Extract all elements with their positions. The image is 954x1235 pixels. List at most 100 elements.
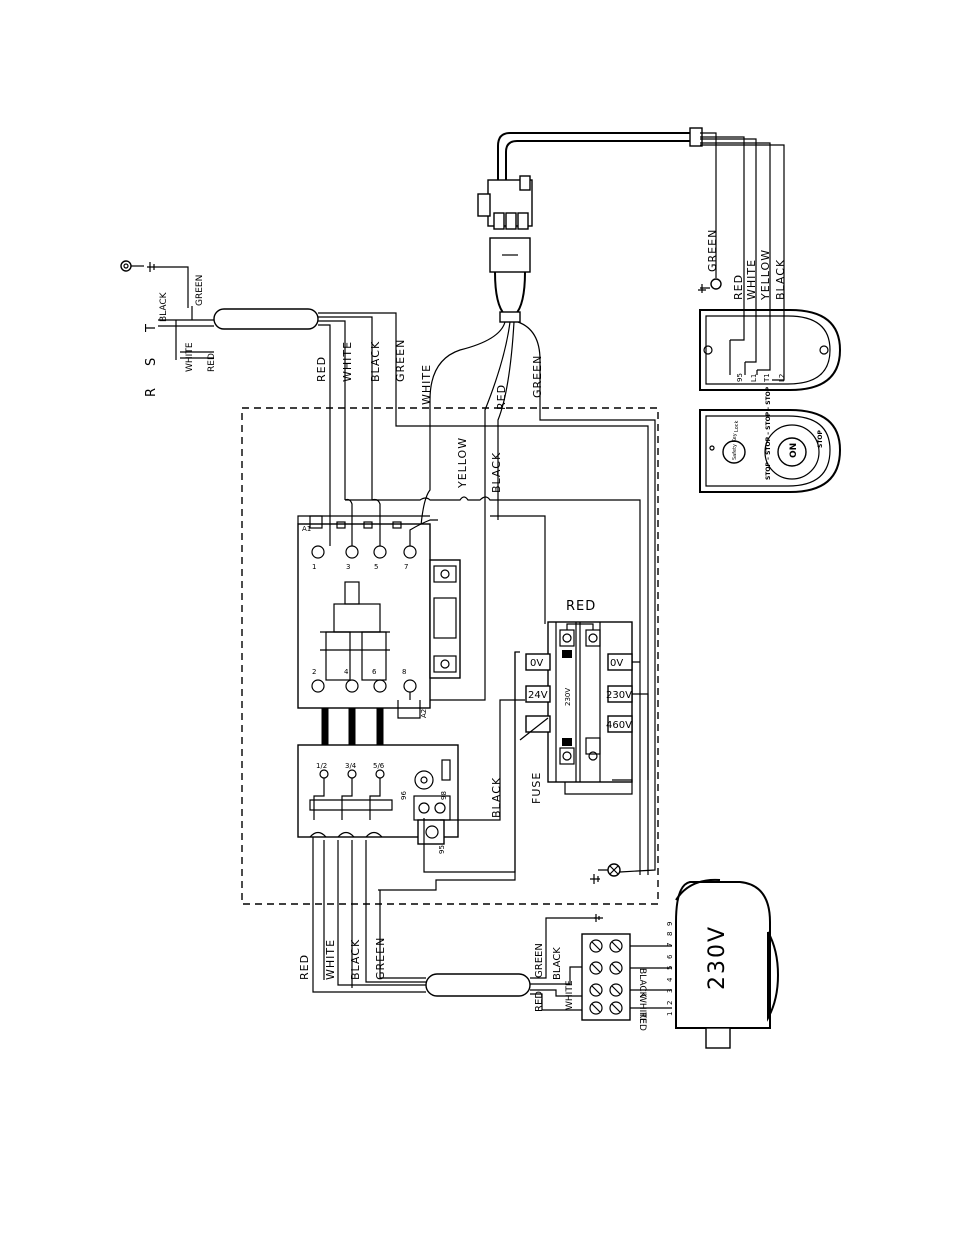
motor-wire-red: RED xyxy=(298,954,311,980)
switch-wire-black: BLACK xyxy=(774,259,787,300)
supply-terminal-r: R xyxy=(144,387,159,397)
contactor-terminal-3: 3 xyxy=(346,563,350,571)
motor-lead-red: RED xyxy=(637,1012,647,1031)
contactor-terminal-4: 4 xyxy=(344,668,349,676)
motor: 230V 1 2 3 4 5 6 7 8 9 xyxy=(666,878,780,1049)
motor-cable-sheath xyxy=(425,973,531,997)
supply-terminal-t: T xyxy=(144,323,159,333)
overload-reset-dial[interactable] xyxy=(414,770,434,790)
motor-lead-white: WHITE xyxy=(637,994,647,1024)
motor-lead-black: BLACK xyxy=(637,968,647,999)
panel-wire-yellow: YELLOW xyxy=(456,437,469,489)
stop-ring-label: STOP – STOP – STOP – STOP xyxy=(765,386,772,480)
supply-lead-white: WHITE xyxy=(185,342,195,372)
switch-box-back: 95 L1 T1 L2 xyxy=(699,309,842,391)
motor-wire-white: WHITE xyxy=(324,939,337,980)
svg-text:9: 9 xyxy=(666,922,674,926)
switch-terminal-t1: T1 xyxy=(763,373,771,383)
motor-lead-numbers: 1 2 3 4 5 6 7 8 9 xyxy=(666,922,674,1016)
panel-ground xyxy=(590,863,621,884)
motor-cable-section: RED WHITE BLACK GREEN GREEN BLACK WHITE … xyxy=(298,652,603,1012)
supply-lead-green: GREEN xyxy=(195,275,205,306)
supply-wire-red: RED xyxy=(315,356,328,382)
panel-wire-black: BLACK xyxy=(490,452,503,493)
tap-right-460v: 460V xyxy=(606,720,632,731)
overload-terminal-56: 5/6 xyxy=(373,762,385,770)
switch-wire-white: WHITE xyxy=(745,259,758,300)
contactor-terminal-1: 1 xyxy=(312,563,316,571)
coil-a1: A1 xyxy=(302,525,311,533)
svg-text:7: 7 xyxy=(666,943,674,947)
tap-right-230v: 230V xyxy=(606,690,632,701)
motor-wire-black: BLACK xyxy=(349,939,362,980)
junction-wire-black: BLACK xyxy=(552,947,563,980)
transformer: RED 230V 0V 24V 0V 230V 460V FUSE xyxy=(519,599,649,804)
supply-lead-black: BLACK xyxy=(159,291,169,322)
ground-symbol-motor xyxy=(594,914,603,922)
switch-terminal-l1: L1 xyxy=(750,374,758,382)
supply-wire-black: BLACK xyxy=(369,341,382,382)
electrical-panel-boundary xyxy=(241,407,659,905)
tap-right-0v: 0V xyxy=(610,658,623,669)
safety-key[interactable] xyxy=(722,440,746,464)
coil-a2: A2 xyxy=(420,709,428,718)
switch-wire-red: RED xyxy=(732,274,745,300)
svg-text:1: 1 xyxy=(666,1012,674,1016)
switch-terminal-95: 95 xyxy=(736,373,744,382)
motor-terminal-block: BLACK WHITE RED xyxy=(581,933,672,1031)
on-button[interactable] xyxy=(777,437,807,467)
ground-symbol xyxy=(147,262,158,272)
fuse-label: FUSE xyxy=(530,772,543,804)
contactor: A1 1 3 5 7 2 4 6 8 xyxy=(297,496,641,875)
panel-wire-white: WHITE xyxy=(420,364,433,405)
svg-text:2: 2 xyxy=(666,1001,674,1005)
supply-wire-white: WHITE xyxy=(341,341,354,382)
lock-icon xyxy=(709,445,715,451)
magnetic-switch-front: ON STOP – STOP – STOP – STOP STOP Safety… xyxy=(699,386,842,493)
junction-wire-white: WHITE xyxy=(565,980,575,1010)
supply-cable-sheath xyxy=(213,308,319,330)
supply-wire-green: GREEN xyxy=(394,339,407,382)
supply-terminal-s: S xyxy=(144,357,159,366)
overload-terminal-12: 1/2 xyxy=(316,762,327,770)
overload-aux-95: 95 xyxy=(438,845,446,854)
svg-text:5: 5 xyxy=(666,966,674,970)
junction-wire-green: GREEN xyxy=(534,943,545,978)
overload-terminal-34: 3/4 xyxy=(345,762,357,770)
panel-wire-green: GREEN xyxy=(531,355,544,398)
supply-lead-red: RED xyxy=(207,353,217,372)
stop-ring-label-2: STOP xyxy=(817,429,824,448)
safety-key-label: Safety Key xyxy=(732,433,738,460)
transformer-fuse-voltage: 230V xyxy=(564,688,572,706)
svg-text:3: 3 xyxy=(666,989,674,993)
motor-voltage: 230V xyxy=(705,925,730,990)
transformer-red-label: RED xyxy=(566,599,596,614)
svg-text:8: 8 xyxy=(666,932,674,936)
ground-symbol-switch xyxy=(698,284,710,293)
overload-relay: 1/2 3/4 5/6 96 98 95 BLACK xyxy=(297,651,525,873)
switch-terminal-l2: L2 xyxy=(778,374,786,382)
junction-wire-red: RED xyxy=(534,991,545,1012)
svg-text:6: 6 xyxy=(666,954,674,959)
overload-aux-98: 98 xyxy=(440,791,448,800)
lock-label: Lock xyxy=(734,420,740,432)
tap-left-24v: 24V xyxy=(528,690,548,701)
supply-section: R S T WHITE RED BLACK GREEN RED WHITE BL… xyxy=(120,260,649,875)
switch-wires: GREEN RED WHITE YELLOW BLACK xyxy=(698,132,787,381)
tap-left-0v: 0V xyxy=(530,658,543,669)
overload-aux-96: 96 xyxy=(400,791,408,800)
switch-wire-green: GREEN xyxy=(706,229,719,272)
panel-wire-red: RED xyxy=(495,384,508,410)
contactor-terminal-5: 5 xyxy=(374,563,378,571)
contactor-terminal-2: 2 xyxy=(312,668,316,676)
contactor-terminal-6: 6 xyxy=(372,668,377,676)
on-button-label: ON xyxy=(789,443,799,458)
overload-wire-black: BLACK xyxy=(490,777,503,818)
contactor-terminal-7: 7 xyxy=(404,563,408,571)
switch-cable-section: WHITE RED GREEN YELLOW BLACK xyxy=(419,127,703,873)
svg-text:4: 4 xyxy=(666,977,674,982)
motor-wire-green: GREEN xyxy=(374,937,387,980)
switch-wire-yellow: YELLOW xyxy=(759,249,772,301)
contactor-terminal-8: 8 xyxy=(402,668,406,676)
